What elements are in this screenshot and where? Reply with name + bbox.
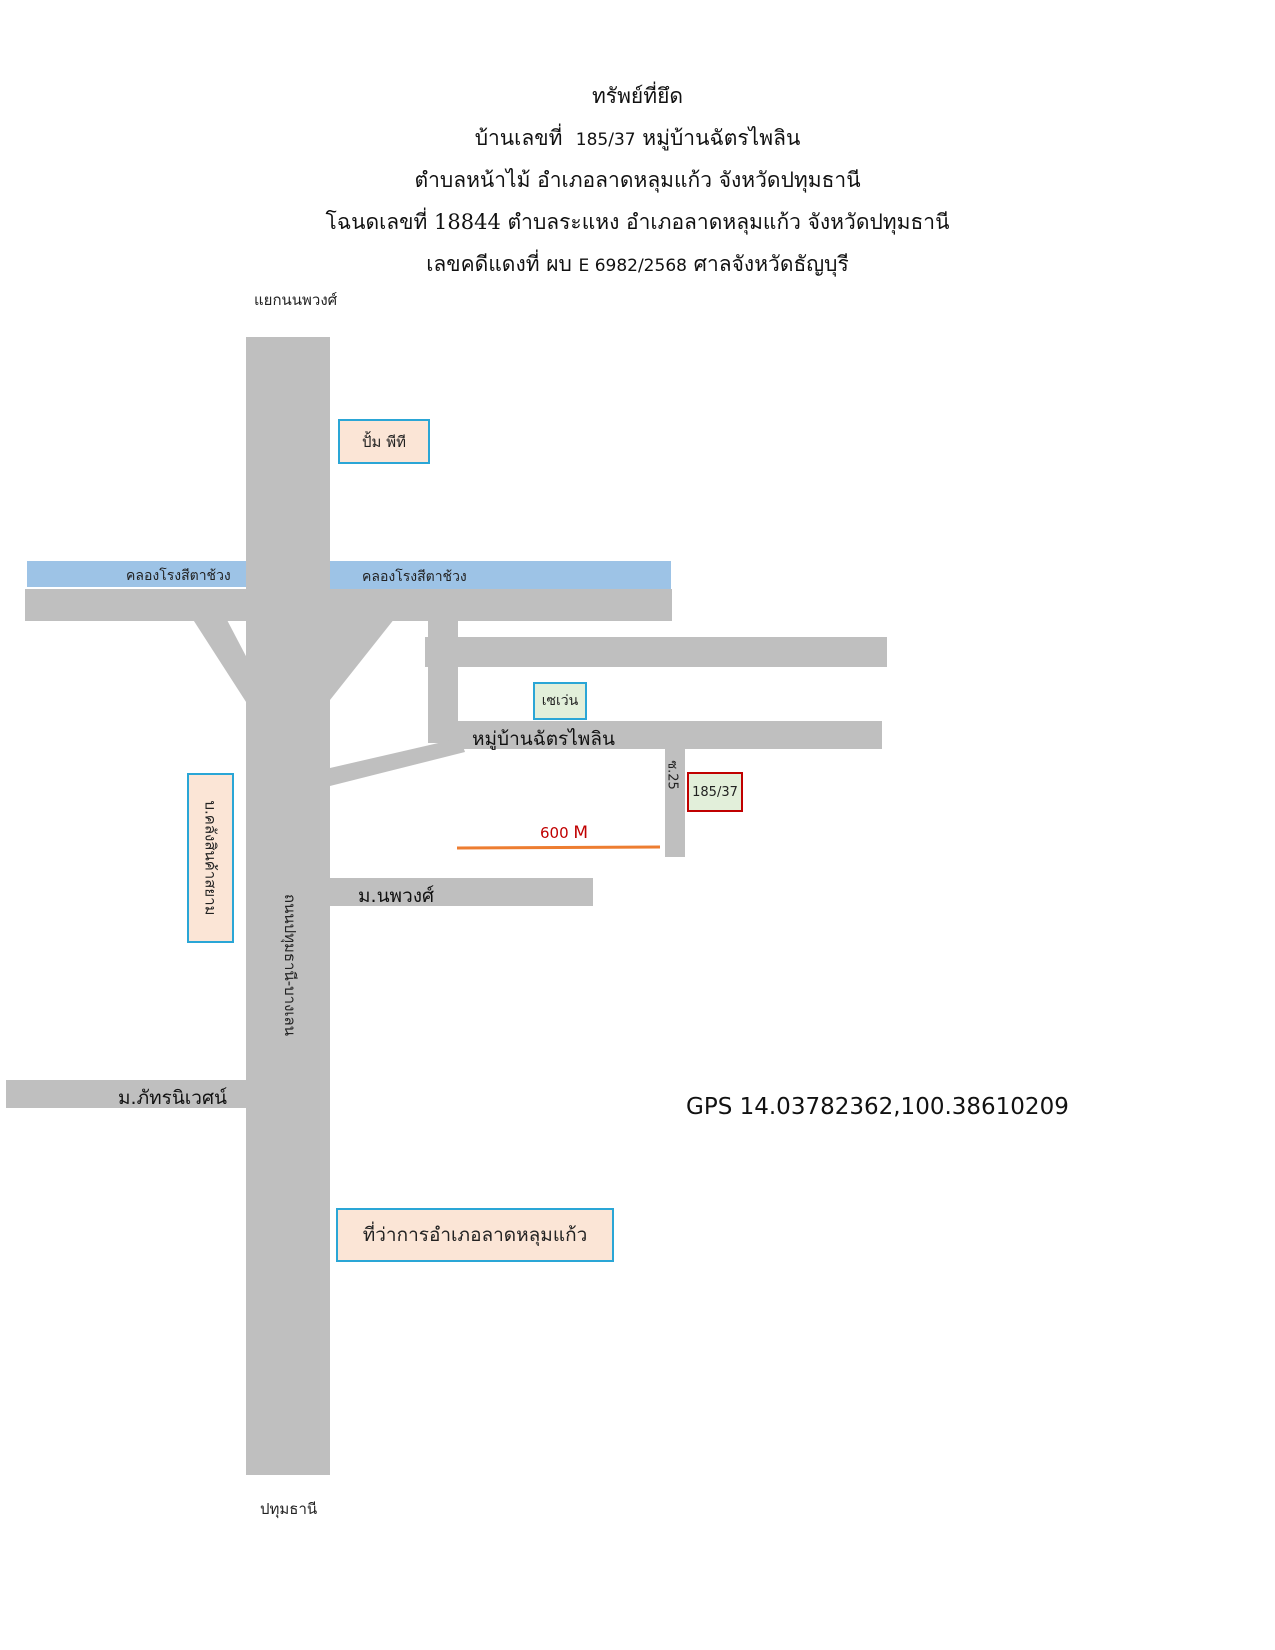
bottom-direction-label: ปทุมธานี	[260, 1500, 318, 1518]
main-road	[246, 337, 330, 1475]
case-number: E 6982/2568	[578, 256, 687, 276]
top-junction-label: แยกนนพวงศ์	[254, 291, 338, 309]
landmark-district-office: ที่ว่าการอำเภอลาดหลุมแก้ว	[336, 1208, 614, 1262]
landmark-warehouse: บ.คลังสินค้าสยาม	[187, 773, 234, 943]
main-road-label: ถนนปทุมธานี-บางเลน	[281, 894, 299, 1036]
header-address: บ้านเลขที่ 185/37 หมู่บ้านฉัตรไพลิน	[0, 122, 1275, 155]
distance-line	[456, 845, 661, 850]
address-prefix: บ้านเลขที่	[474, 126, 563, 150]
diagonal-road-left	[192, 618, 248, 705]
landmark-seven-eleven: เซเว่น	[533, 682, 587, 720]
header-case: เลขคดีแดงที่ ผบ E 6982/2568 ศาลจังหวัดธั…	[0, 248, 1275, 281]
diagonal-road-right	[330, 618, 395, 700]
court-name: ศาลจังหวัดธัญบุรี	[693, 252, 849, 276]
road-phattara-label: ม.ภัทรนิเวศน์	[118, 1087, 228, 1109]
canal-left-label: คลองโรงสีตาช้วง	[126, 568, 231, 584]
village-road-label: หมู่บ้านฉัตรไพลิน	[472, 728, 615, 750]
road-connector	[428, 611, 458, 743]
distance-label: 600 M	[540, 823, 588, 843]
road-canal-side	[25, 589, 672, 621]
header-title: ทรัพย์ที่ยึด	[591, 84, 684, 108]
header-location: ตำบลหน้าไม้ อำเภอลาดหลุมแก้ว จังหวัดปทุม…	[414, 168, 861, 192]
soi-25-road	[665, 745, 685, 857]
diagonal-road-village	[330, 738, 465, 786]
distance-unit: M	[573, 823, 589, 843]
landmark-pump: ปั้ม พีที	[338, 419, 430, 464]
road-village	[440, 721, 882, 749]
canal-right-label: คลองโรงสีตาช้วง	[362, 569, 467, 585]
village-name: หมู่บ้านฉัตรไพลิน	[642, 126, 801, 150]
case-prefix: เลขคดีแดงที่ ผบ	[426, 252, 572, 276]
landmark-warehouse-label: บ.คลังสินค้าสยาม	[201, 800, 220, 916]
house-number: 185/37	[575, 130, 636, 150]
road-phattara	[6, 1080, 250, 1108]
distance-number: 600	[540, 824, 569, 842]
canal-left	[27, 561, 246, 587]
header-deed: โฉนดเลขที่ 18844 ตำบลระแหง อำเภอลาดหลุมแ…	[325, 210, 950, 234]
road-nopphawong	[330, 878, 593, 906]
road-nopphawong-label: ม.นพวงศ์	[358, 885, 435, 907]
gps-coordinates: GPS 14.03782362,100.38610209	[686, 1094, 1069, 1120]
target-house: 185/37	[687, 772, 743, 812]
canal-right	[330, 561, 671, 589]
soi-label: ซ.25	[664, 760, 680, 790]
road-east-upper	[425, 637, 887, 667]
